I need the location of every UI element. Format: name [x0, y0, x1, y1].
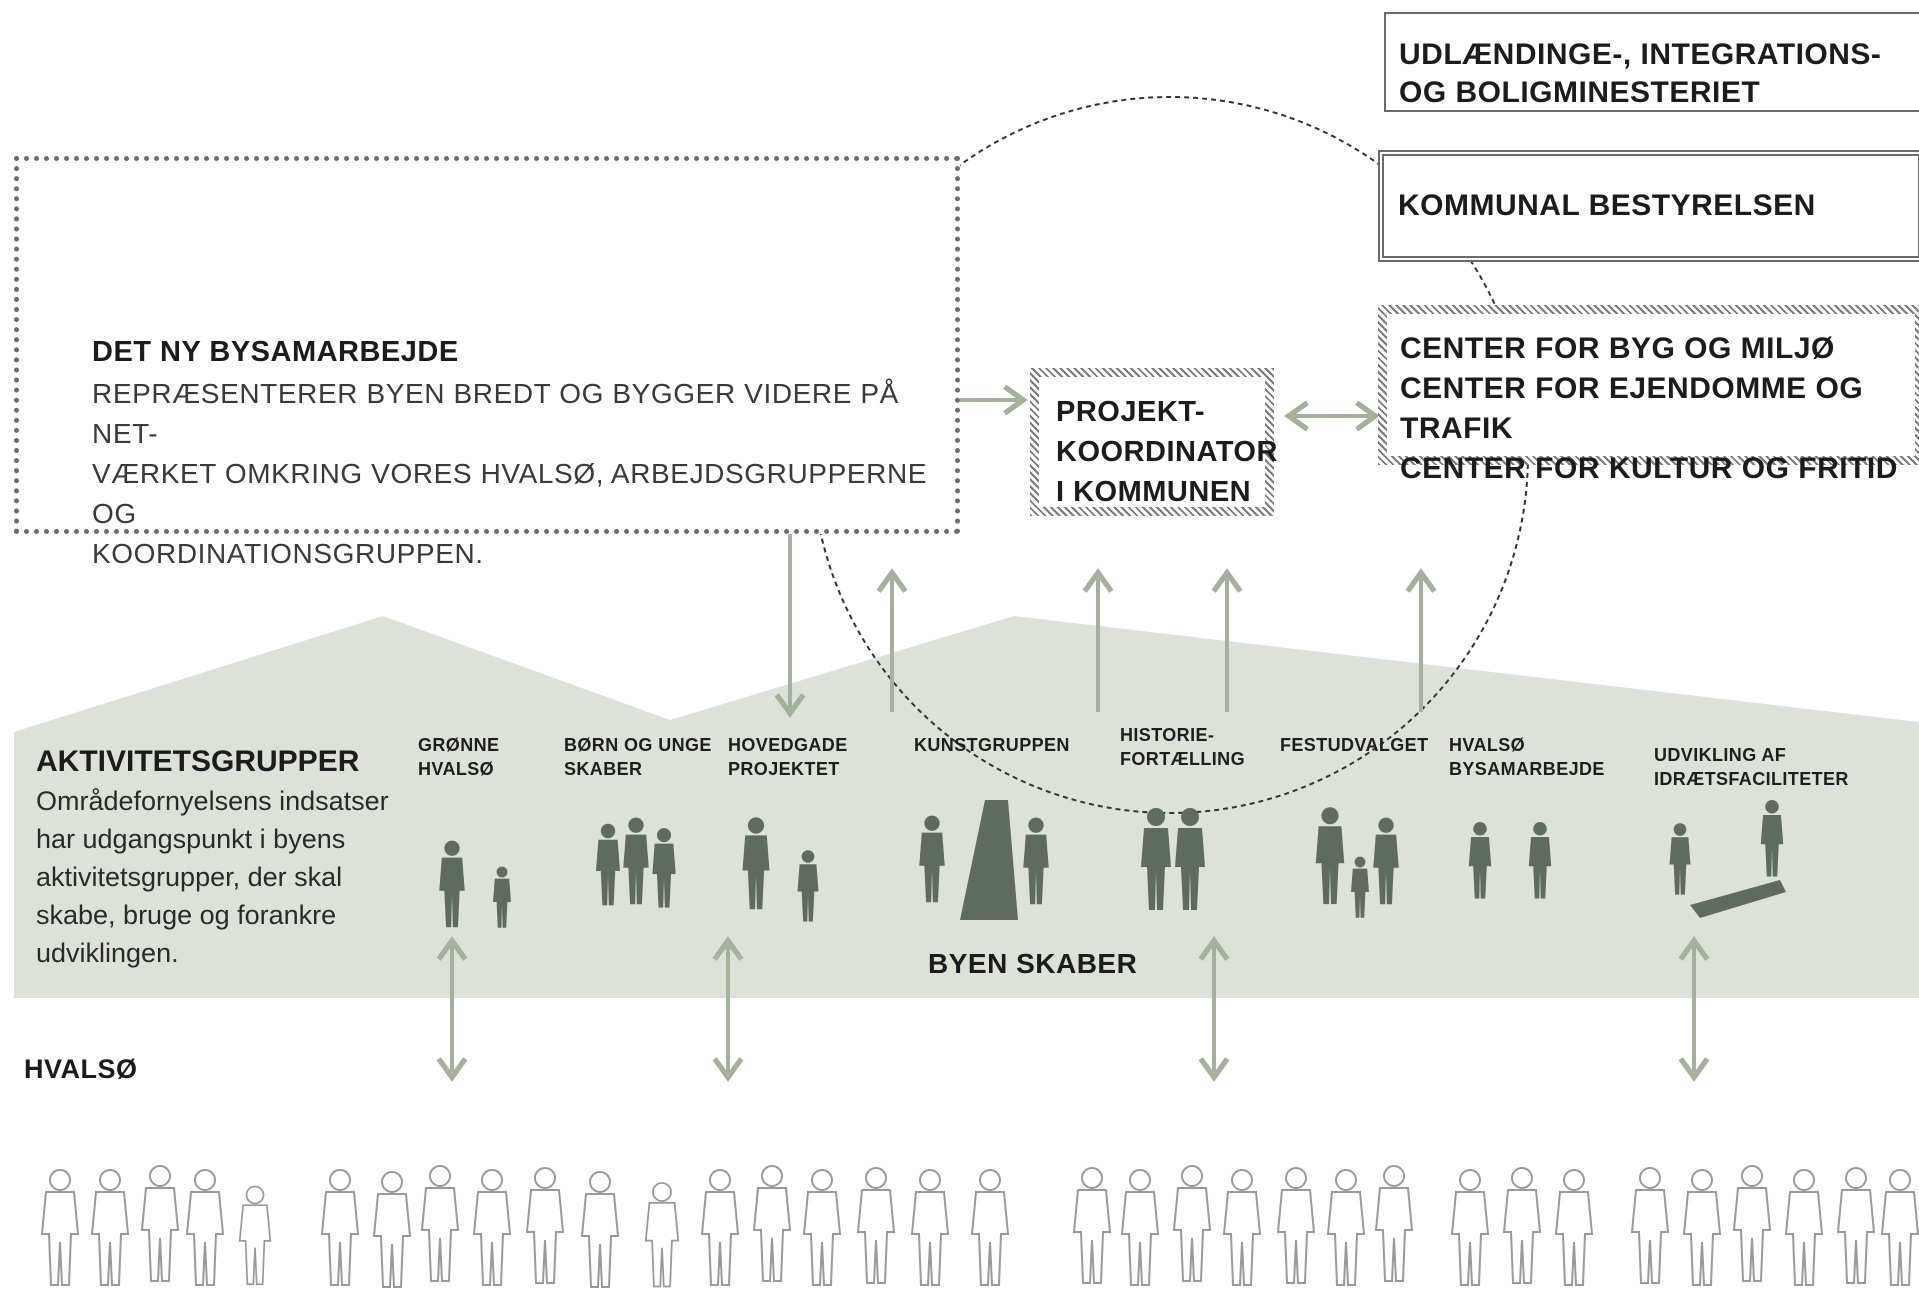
- activity-band: [14, 616, 1919, 998]
- town-silhouettes: [41, 1165, 1919, 1288]
- group-line: GRØNNE: [418, 735, 500, 755]
- group-line: BØRN OG UNGE: [564, 735, 712, 755]
- group-line: UDVIKLING AF: [1654, 745, 1787, 765]
- text-line: REPRÆSENTERER BYEN BREDT OG BYGGER VIDER…: [92, 378, 899, 449]
- coordinator-line: I KOMMUNEN: [1056, 476, 1252, 508]
- group-line: HOVEDGADE: [728, 735, 848, 755]
- text-line: VÆRKET OMKRING VORES HVALSØ, ARBEJDSGRUP…: [92, 458, 928, 529]
- group-label-hvalso-bysamarbejde: HVALSØ BYSAMARBEJDE: [1449, 733, 1605, 781]
- centers-box: CENTER FOR BYG OG MILJØ CENTER FOR EJEND…: [1378, 305, 1919, 485]
- group-label-idraetsfaciliteter: UDVIKLING AF IDRÆTSFACILITETER: [1654, 743, 1849, 791]
- text-line: skabe, bruge og forankre: [36, 900, 337, 930]
- group-line: SKABER: [564, 759, 643, 779]
- group-line: HVALSØ: [418, 759, 495, 779]
- group-silhouettes: [439, 800, 1786, 928]
- group-label-festudvalget: FESTUDVALGET: [1280, 733, 1428, 757]
- project-coordinator-box: PROJEKT- KOORDINATOR I KOMMUNEN: [1030, 368, 1278, 516]
- text-line: KOORDINATIONSGRUPPEN.: [92, 538, 484, 569]
- group-label-kunstgruppen: KUNSTGRUPPEN: [914, 733, 1070, 757]
- ministry-line1: UDLÆNDINGE-, INTEGRATIONS-: [1399, 38, 1882, 71]
- town-label: HVALSØ: [24, 1054, 138, 1084]
- text-line: aktivitetsgrupper, der skal: [36, 862, 343, 892]
- coordinator-line: KOORDINATOR: [1056, 436, 1278, 468]
- group-line: HVALSØ: [1449, 735, 1526, 755]
- group-line: HISTORIE-: [1120, 725, 1215, 745]
- text-line: har udgangspunkt i byens: [36, 824, 346, 854]
- group-line: BYSAMARBEJDE: [1449, 759, 1605, 779]
- group-label-gronne-hvalso: GRØNNE HVALSØ: [418, 733, 499, 781]
- activity-groups-text: Områdefornyelsens indsatser har udgangsp…: [36, 782, 396, 972]
- board-label: KOMMUNAL BESTYRELSEN: [1398, 189, 1816, 222]
- center-item: CENTER FOR EJENDOMME OG TRAFIK: [1400, 372, 1864, 445]
- ministry-box: UDLÆNDINGE-, INTEGRATIONS- OG BOLIGMINES…: [1384, 12, 1919, 112]
- group-line: FESTUDVALGET: [1280, 735, 1429, 755]
- text-line: Områdefornyelsens indsatser: [36, 786, 389, 816]
- group-label-historiefortaelling: HISTORIE- FORTÆLLING: [1120, 723, 1245, 771]
- group-line: IDRÆTSFACILITETER: [1654, 769, 1849, 789]
- group-label-born-og-unge: BØRN OG UNGE SKABER: [564, 733, 712, 781]
- byen-skaber-label: BYEN SKABER: [928, 948, 1138, 979]
- group-line: KUNSTGRUPPEN: [914, 735, 1070, 755]
- ministry-line2: OG BOLIGMINESTERIET: [1399, 76, 1761, 109]
- text-line: udviklingen.: [36, 938, 179, 968]
- group-label-hovedgade: HOVEDGADE PROJEKTET: [728, 733, 848, 781]
- bysamarbejde-text: REPRÆSENTERER BYEN BREDT OG BYGGER VIDER…: [92, 374, 952, 574]
- group-line: FORTÆLLING: [1120, 749, 1245, 769]
- connector-arrows: [436, 384, 1710, 1082]
- center-item: CENTER FOR BYG OG MILJØ: [1400, 332, 1835, 365]
- center-item: CENTER FOR KULTUR OG FRITID: [1400, 452, 1898, 485]
- coordinator-line: PROJEKT-: [1056, 396, 1206, 428]
- group-line: PROJEKTET: [728, 759, 840, 779]
- bysamarbejde-title: DET NY BYSAMARBEJDE: [92, 336, 459, 368]
- board-box: KOMMUNAL BESTYRELSEN: [1378, 150, 1919, 262]
- activity-groups-title: AKTIVITETSGRUPPER: [36, 745, 360, 778]
- bysamarbejde-box: [14, 156, 960, 534]
